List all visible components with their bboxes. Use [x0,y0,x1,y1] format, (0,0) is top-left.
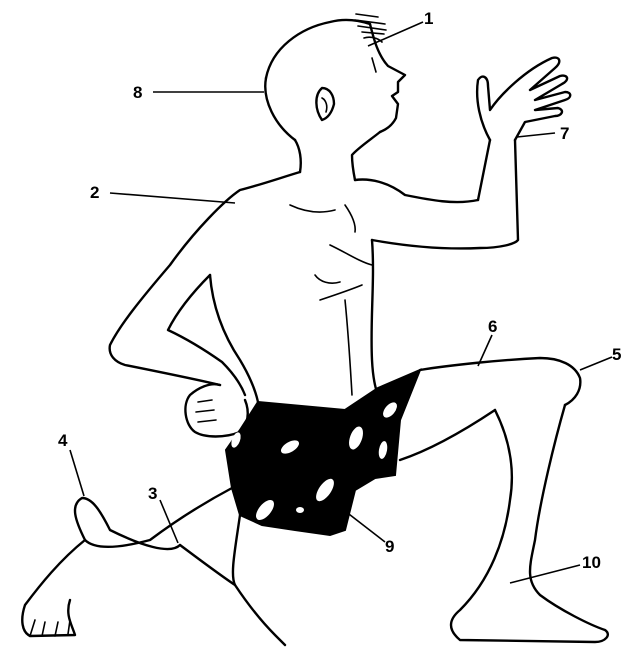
label-7: 7 [560,124,569,143]
label-4: 4 [58,431,68,450]
label-1: 1 [424,9,433,28]
leader-10 [510,565,580,583]
label-8: 8 [133,83,142,102]
label-2: 2 [90,183,99,202]
label-10: 10 [582,553,601,572]
leader-7 [517,133,555,137]
label-9: 9 [385,537,394,556]
leader-9 [345,511,385,542]
human-figure-illustration [22,14,608,645]
label-3: 3 [148,484,157,503]
leader-2 [110,193,235,203]
leader-5 [580,357,612,370]
leader-4 [70,450,84,496]
label-6: 6 [488,317,497,336]
label-5: 5 [612,345,621,364]
